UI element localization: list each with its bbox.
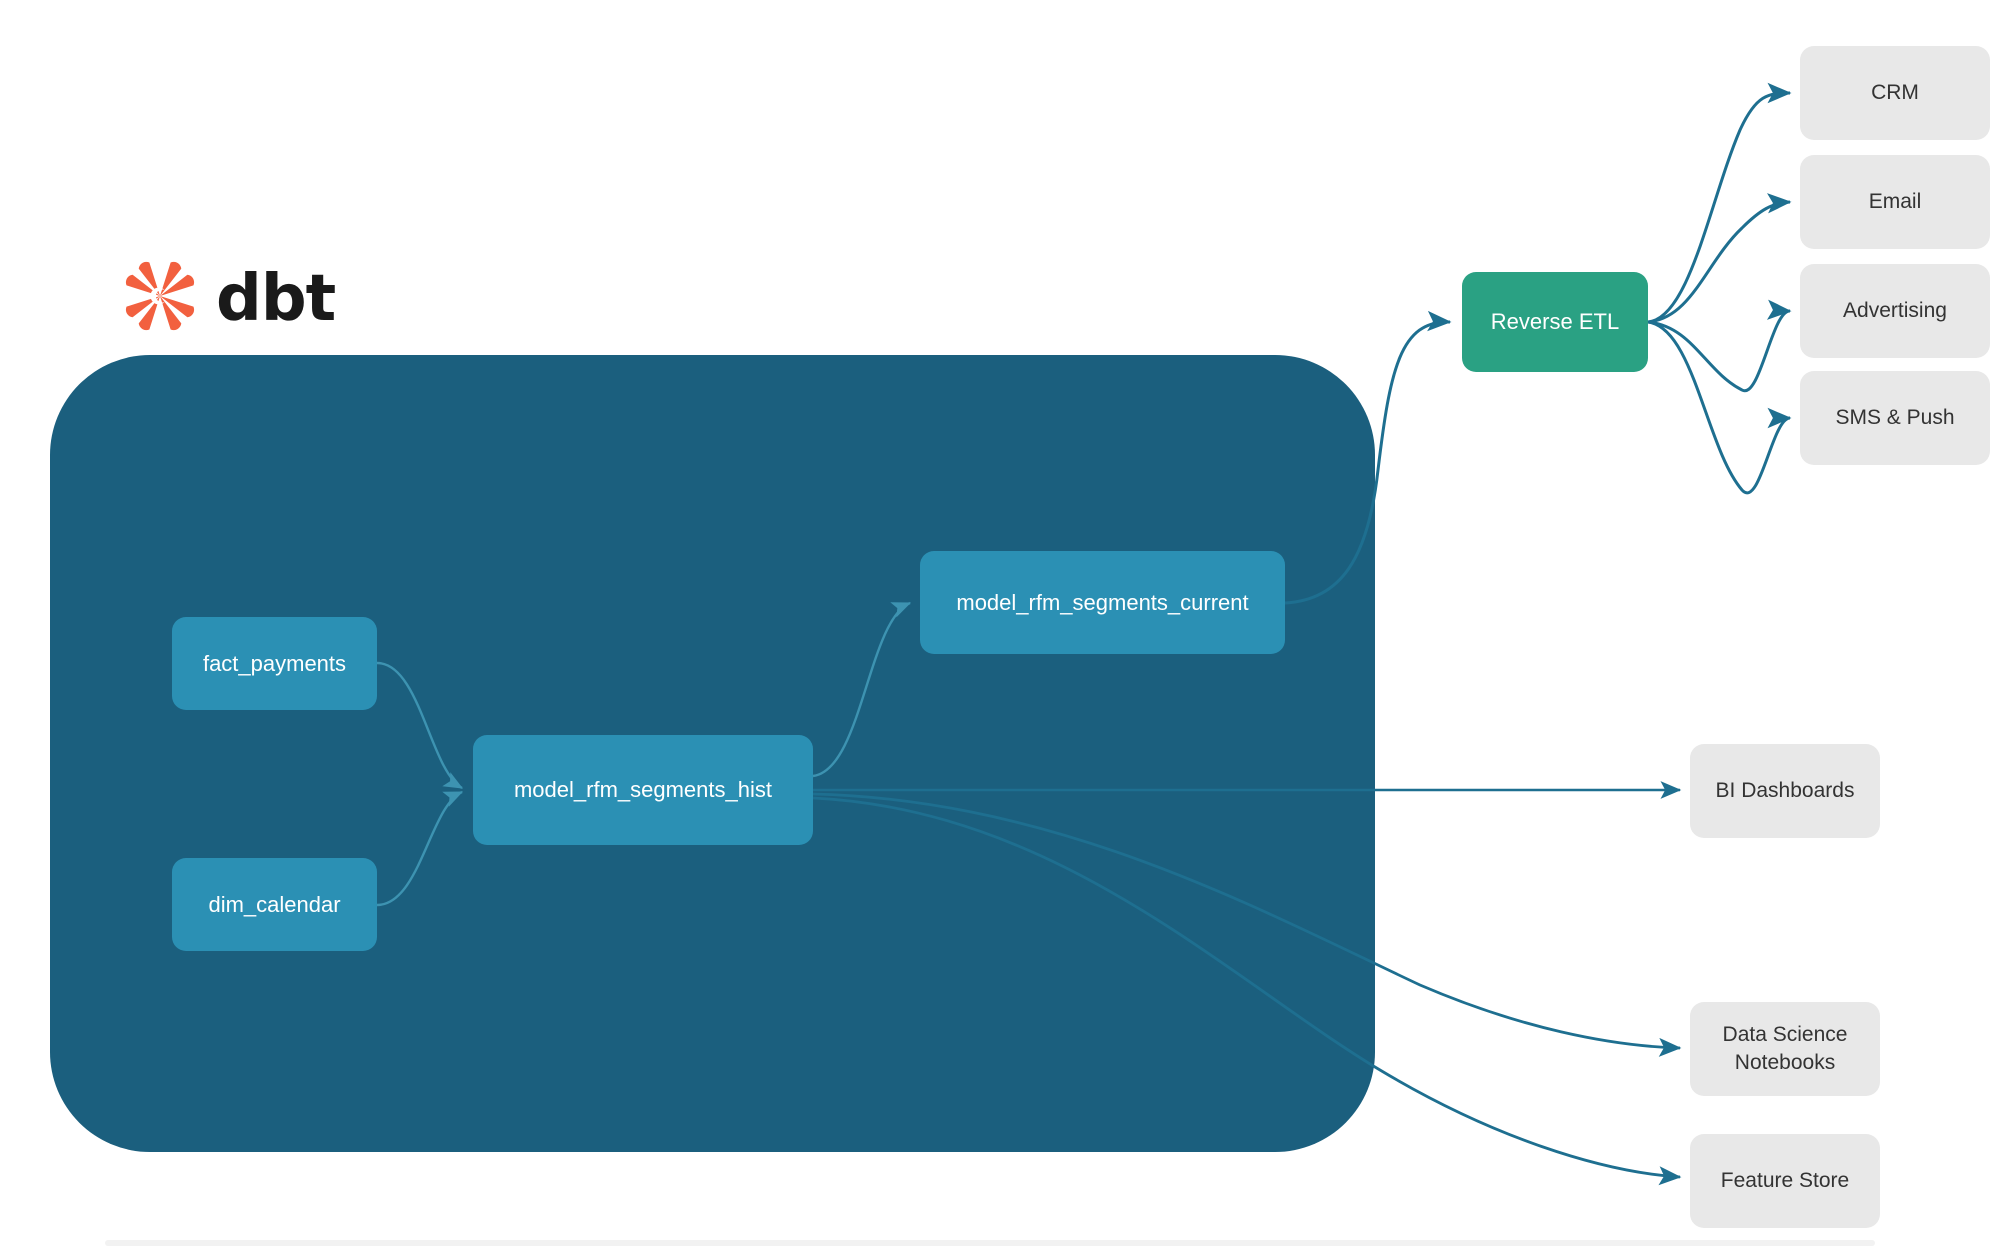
node-destination-sms-push[interactable]: SMS & Push <box>1800 371 1990 465</box>
node-label: dim_calendar <box>208 891 341 917</box>
node-destination-advertising[interactable]: Advertising <box>1800 264 1990 358</box>
node-model-rfm-segments-current[interactable]: model_rfm_segments_current <box>920 551 1285 654</box>
node-consumer-bi-dashboards[interactable]: BI Dashboards <box>1690 744 1880 838</box>
node-label: BI Dashboards <box>1715 778 1855 802</box>
dbt-wordmark: dbt <box>216 261 336 336</box>
edge-reverse-etl-to-advertising <box>1647 299 1792 393</box>
node-label: Data Science Notebooks <box>1723 1021 1848 1078</box>
edge-reverse-etl-to-crm <box>1647 82 1792 324</box>
node-label: model_rfm_segments_hist <box>513 777 772 802</box>
node-label-line-1: Data Science <box>1722 1022 1848 1046</box>
node-destination-email[interactable]: Email <box>1800 155 1990 249</box>
edge-reverse-etl-to-sms-push <box>1647 320 1792 495</box>
node-label-line-2: Notebooks <box>1734 1051 1836 1074</box>
node-label: Feature Store <box>1720 1168 1850 1192</box>
node-consumer-feature-store[interactable]: Feature Store <box>1690 1134 1880 1228</box>
node-label: SMS & Push <box>1835 405 1955 429</box>
node-label: Reverse ETL <box>1490 309 1620 334</box>
node-model-rfm-segments-hist[interactable]: model_rfm_segments_hist <box>473 735 813 845</box>
node-reverse-etl[interactable]: Reverse ETL <box>1462 272 1648 372</box>
node-dim-calendar[interactable]: dim_calendar <box>172 858 377 951</box>
dbt-x-logo-icon <box>122 258 198 339</box>
node-label: CRM <box>1871 80 1919 104</box>
node-destination-crm[interactable]: CRM <box>1800 46 1990 140</box>
node-label: Email <box>1868 189 1922 213</box>
node-label: fact_payments <box>202 650 347 676</box>
edge-reverse-etl-to-email <box>1647 193 1792 324</box>
dbt-logo: dbt <box>122 258 336 339</box>
node-label: Advertising <box>1843 298 1947 322</box>
node-label: model_rfm_segments_current <box>956 589 1249 615</box>
node-fact-payments[interactable]: fact_payments <box>172 617 377 710</box>
bottom-divider <box>105 1240 1875 1246</box>
node-consumer-data-science-notebooks[interactable]: Data Science Notebooks <box>1690 1002 1880 1096</box>
